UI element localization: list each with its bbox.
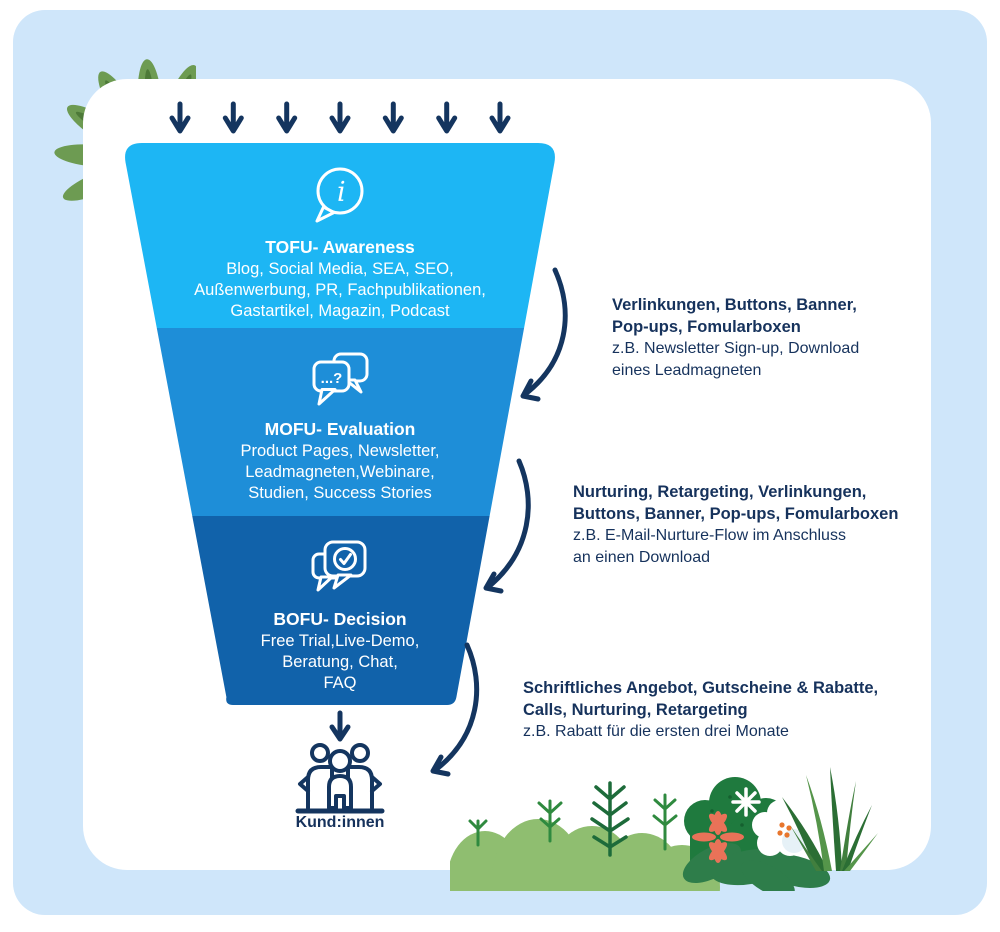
white-flower-icon: [752, 800, 808, 856]
annotation-heading: Verlinkungen, Buttons, Banner, Pop-ups, …: [612, 296, 857, 336]
annotation-bofu-customer: Schriftliches Angebot, Gutscheine & Raba…: [523, 677, 878, 743]
annotation-example: z.B. E-Mail-Nurture-Flow im Anschluss an…: [573, 527, 846, 566]
funnel-stage-mofu: [125, 328, 555, 516]
coral-flower-icon: [692, 811, 744, 863]
down-arrow-icon: [169, 101, 191, 134]
down-arrow-icon: [329, 101, 351, 134]
large-leaves: [682, 842, 831, 891]
down-arrow-icon: [382, 101, 404, 134]
down-arrow-icon: [276, 101, 298, 134]
customers-label: Kund:innen: [295, 814, 385, 831]
bushes-flowers-plants-icon: [450, 767, 878, 891]
annotation-heading: Nurturing, Retargeting, Verlinkungen, Bu…: [573, 483, 899, 523]
down-arrow-icon: [222, 101, 244, 134]
annotation-example: z.B. Rabatt für die ersten drei Monate: [523, 723, 789, 740]
funnel-shape: [125, 143, 555, 705]
fir-sprig: [590, 781, 630, 857]
sprig-plants: [468, 793, 678, 851]
annotation-example: z.B. Newsletter Sign-up, Download eines …: [612, 340, 860, 379]
agave-plant-icon: [782, 767, 878, 871]
customers-group-icon: [295, 743, 385, 814]
funnel-stage-tofu: [125, 143, 555, 328]
annotation-mofu-bofu: Nurturing, Retargeting, Verlinkungen, Bu…: [573, 481, 898, 569]
funnel-stage-bofu: [125, 516, 555, 705]
inflow-arrows: [169, 101, 511, 134]
down-arrow-icon: [436, 101, 458, 134]
annotation-tofu-mofu: Verlinkungen, Buttons, Banner, Pop-ups, …: [612, 294, 859, 382]
bush-mounds: [450, 819, 720, 891]
down-arrow-icon: [489, 101, 511, 134]
annotation-heading: Schriftliches Angebot, Gutscheine & Raba…: [523, 679, 879, 719]
white-star-flower-icon: [731, 787, 761, 817]
